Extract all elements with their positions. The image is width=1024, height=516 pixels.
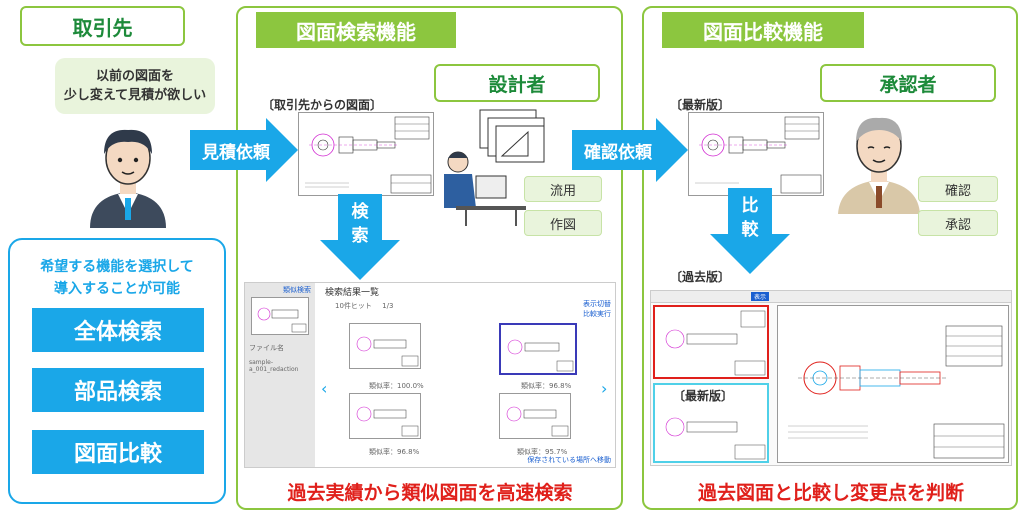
search-arrow-label: 検 索: [346, 200, 374, 248]
compare-arrow-label: 比 較: [736, 194, 764, 242]
results-sidebar: 類似検索 ファイル名 sample-a_001_redaction: [245, 283, 315, 467]
estimate-arrow-label: 見積依頼: [202, 142, 270, 163]
compare-arrow-icon: [710, 188, 790, 274]
results-hit-count: 10件ヒット: [335, 302, 372, 310]
compare-viewer-window: 表示 〔最新版〕: [650, 290, 1012, 466]
past-drawing-panel: [653, 305, 769, 379]
feature-full-search-button[interactable]: 全体検索: [32, 308, 204, 352]
query-drawing-thumbnail: [251, 297, 309, 335]
result-score-1: 類似率：100.0%: [369, 382, 424, 390]
from-client-label: 〔取引先からの図面〕: [262, 98, 383, 112]
query-drawing-icon: [257, 307, 307, 333]
reuse-tag: 流用: [524, 176, 602, 202]
designer-illustration-icon: [444, 109, 545, 226]
search-arrow-icon: [320, 194, 400, 280]
confirm-arrow-icon: [572, 118, 688, 182]
compare-feature-panel: [642, 6, 1018, 510]
result-score-3: 類似率：96.8%: [369, 448, 420, 456]
compare-run-link[interactable]: 比較実行: [583, 310, 611, 318]
drafting-tag: 作図: [524, 210, 602, 236]
search-caption: 過去実績から類似図面を高速検索: [287, 482, 573, 504]
confirm-arrow-label: 確認依頼: [584, 142, 652, 163]
search-results-window: 類似検索 ファイル名 sample-a_001_redaction 検索結果一覧…: [244, 282, 616, 468]
estimate-arrow-icon: [190, 118, 298, 182]
filename-label: ファイル名: [249, 344, 284, 352]
result-card-2[interactable]: [499, 323, 577, 375]
speech-line-2: 少し変えて見積が欲しい: [63, 88, 207, 103]
result-score-2: 類似率：96.8%: [521, 382, 572, 390]
speech-line-1: 以前の図面を: [95, 69, 174, 84]
client-drawing-thumbnail: [298, 112, 434, 196]
results-page: 1/3: [382, 302, 394, 310]
client-title: 取引先: [20, 6, 185, 46]
display-toggle-link[interactable]: 表示切替: [583, 300, 611, 308]
features-heading-line-2: 導入することが可能: [54, 281, 180, 297]
latest-drawing-icon: [695, 116, 822, 194]
feature-drawing-compare-button[interactable]: 図面比較: [32, 430, 204, 474]
compare-arrow-char-2: 較: [741, 220, 759, 240]
latest-drawing-2-icon: [665, 417, 766, 460]
client-person-icon: [90, 129, 166, 228]
latest-drawing-panel: 〔最新版〕: [653, 383, 769, 463]
confirm-tag: 確認: [918, 176, 998, 202]
features-heading-line-1: 希望する機能を選択して: [40, 259, 194, 275]
result-drawing-1-icon: [356, 336, 419, 367]
designer-label: 設計者: [434, 64, 600, 102]
filename-value: sample-a_001_redaction: [249, 359, 299, 373]
result-score-4: 類似率：95.7%: [517, 448, 568, 456]
results-footer-link[interactable]: 保存されている場所へ移動: [527, 456, 611, 464]
search-feature-panel: [236, 6, 623, 510]
feature-select-panel: 希望する機能を選択して 導入することが可能 全体検索 部品検索 図面比較: [8, 238, 226, 504]
results-title: 検索結果一覧: [325, 288, 380, 298]
features-heading: 希望する機能を選択して 導入することが可能: [10, 256, 224, 300]
search-arrow-char-1: 検: [351, 202, 369, 222]
search-feature-title: 図面検索機能: [256, 12, 456, 48]
results-hits: 10件ヒット 1/3: [335, 301, 393, 311]
approver-person-icon: [838, 117, 920, 214]
latest-version-label: 〔最新版〕: [670, 98, 731, 112]
past-drawing-icon: [665, 310, 766, 376]
result-card-1[interactable]: [349, 323, 421, 369]
result-drawing-4-icon: [506, 406, 569, 437]
client-speech-bubble: 以前の図面を 少し変えて見積が欲しい: [55, 58, 215, 114]
search-arrow-char-2: 索: [351, 226, 369, 246]
result-drawing-3-icon: [356, 406, 419, 437]
next-page-arrow[interactable]: ›: [601, 379, 608, 398]
viewer-show-button[interactable]: 表示: [751, 292, 770, 301]
prev-page-arrow[interactable]: ‹: [321, 379, 328, 398]
compare-feature-title: 図面比較機能: [662, 12, 864, 48]
compare-caption: 過去図面と比較し変更点を判断: [697, 482, 964, 504]
feature-part-search-button[interactable]: 部品検索: [32, 368, 204, 412]
past-version-label: 〔過去版〕: [670, 270, 731, 284]
results-sidebar-header: 類似検索: [283, 286, 311, 294]
latest-drawing-thumbnail: [688, 112, 824, 196]
approver-label: 承認者: [820, 64, 996, 102]
result-drawing-2-icon: [507, 339, 574, 372]
result-card-3[interactable]: [349, 393, 421, 439]
compare-result-drawing: [777, 305, 1009, 463]
client-drawing-icon: [305, 116, 432, 194]
result-card-4[interactable]: [499, 393, 571, 439]
latest-version-label-2: 〔最新版〕: [673, 389, 734, 403]
compare-overlay-icon: [788, 325, 1005, 459]
viewer-toolbar: [651, 291, 1011, 303]
approve-tag: 承認: [918, 210, 998, 236]
compare-arrow-char-1: 比: [741, 196, 759, 216]
